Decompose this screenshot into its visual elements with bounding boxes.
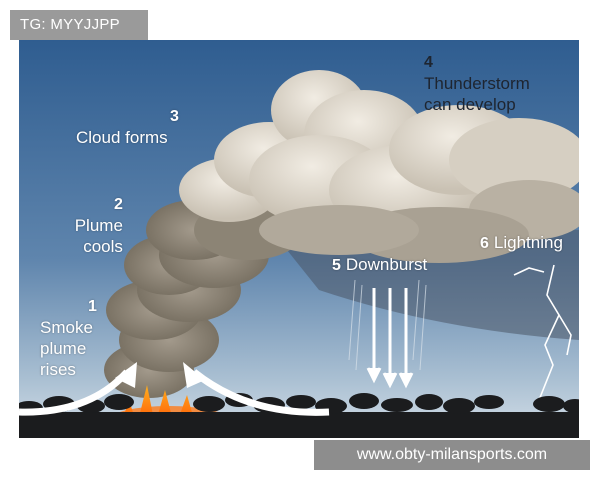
cumulus-cloud — [179, 70, 579, 263]
diagram-illustration — [19, 40, 579, 438]
step-5-line-1: Downburst — [345, 255, 428, 274]
step-3-line-1: Cloud forms — [76, 128, 168, 147]
step-4-label: 4 Thunderstorm can develop — [424, 52, 530, 115]
step-1-line-1: Smoke — [40, 318, 93, 337]
step-2-line-1: Plume — [74, 216, 123, 235]
step-3-number: 3 — [170, 108, 179, 125]
step-2-line-2: cools — [83, 237, 123, 256]
storm-shadow — [279, 226, 579, 340]
watermark: www.obty-milansports.com — [314, 440, 590, 470]
rain-streaks — [348, 279, 427, 371]
step-5-number: 5 — [332, 257, 341, 274]
step-4-line-1: Thunderstorm — [424, 74, 530, 93]
inflow-arrows — [19, 362, 330, 416]
step-2-label: 2 Plume cools — [70, 194, 123, 257]
downburst-arrows — [366, 288, 414, 389]
step-2-number: 2 — [114, 196, 123, 213]
tg-tag: TG: MYYJJPP — [10, 10, 148, 40]
lightning-bolt — [513, 264, 572, 401]
step-1-line-3: rises — [40, 360, 76, 379]
step-1-line-2: plume — [40, 339, 87, 358]
step-3-label: 3 Cloud forms — [76, 106, 179, 148]
step-6-number: 6 — [480, 235, 489, 252]
step-1-label: 1 Smoke plume rises — [40, 296, 97, 380]
step-1-number: 1 — [88, 298, 97, 315]
wildfire-diagram — [19, 40, 579, 438]
step-4-line-2: can develop — [424, 95, 516, 114]
tree-line — [19, 393, 579, 438]
step-6-line-1: Lightning — [493, 233, 563, 252]
step-4-number: 4 — [424, 54, 433, 71]
